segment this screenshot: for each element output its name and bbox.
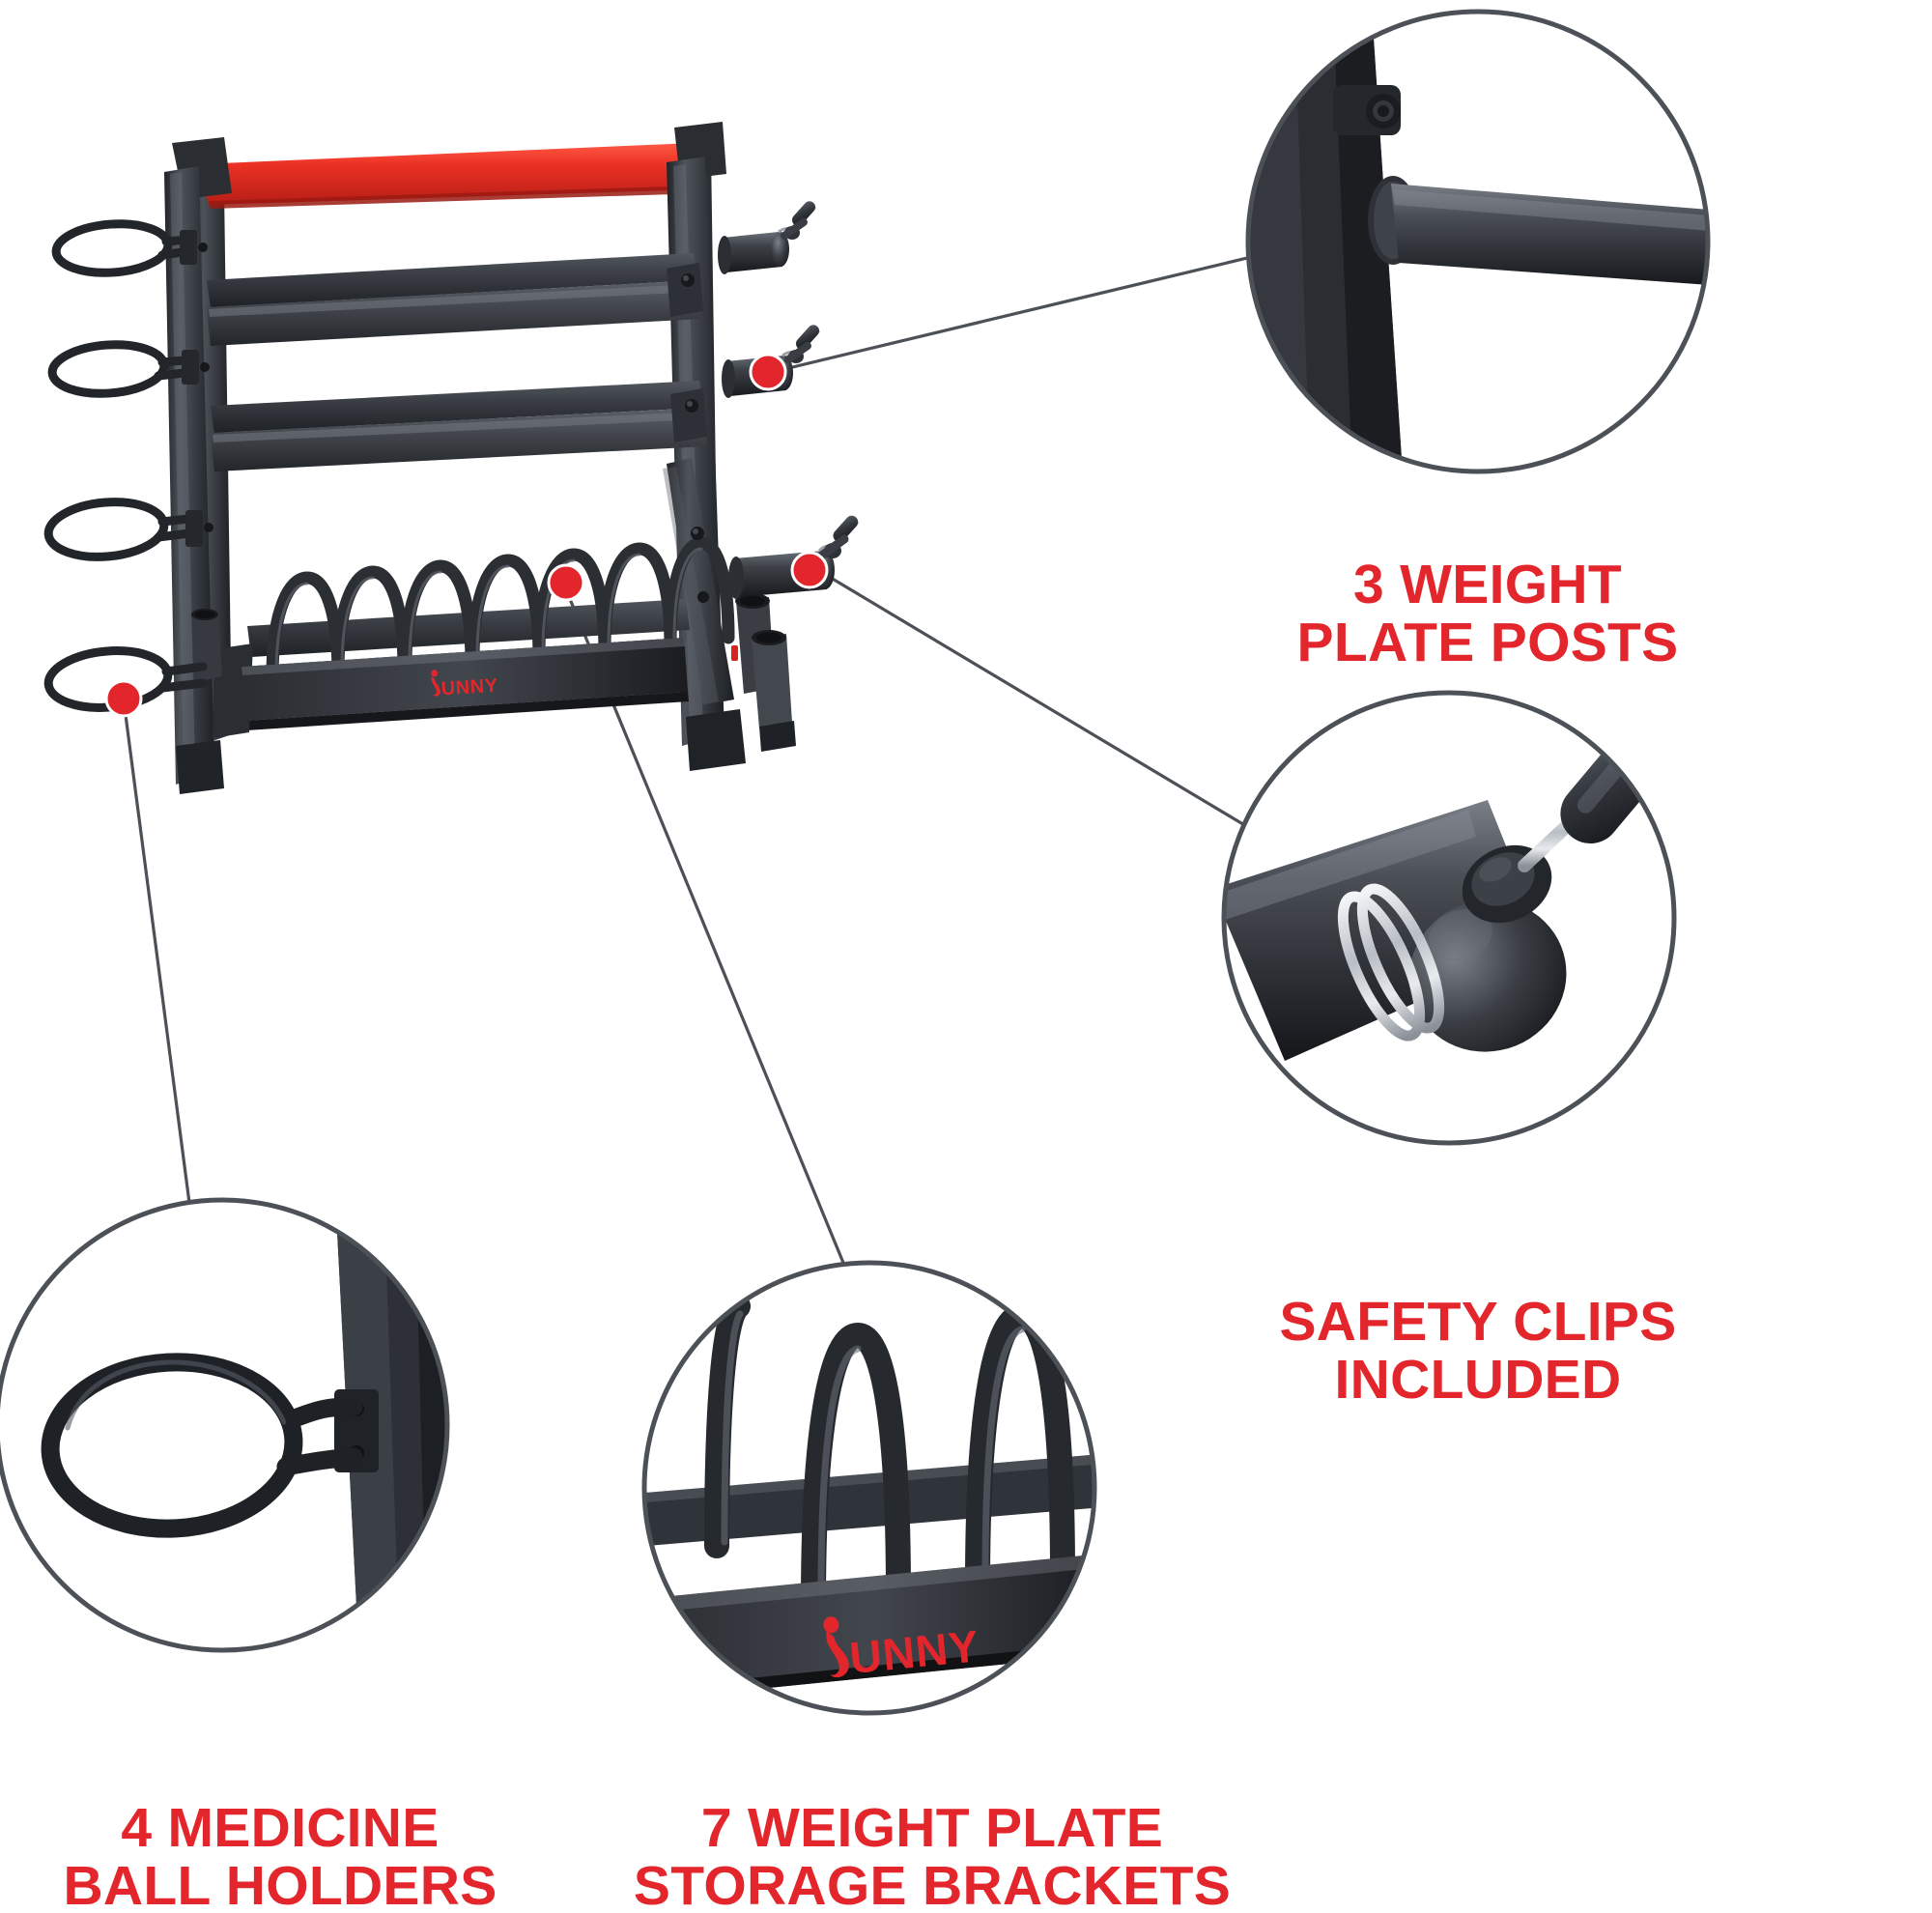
callout-ring-safety-clips: [1221, 690, 1677, 1146]
top-red-crossbar-shadow: [209, 186, 705, 209]
detail2-safety-clip-rings: [1337, 883, 1445, 1042]
bracket-connector-mid: [670, 388, 707, 443]
plate-bracket-3: [399, 559, 478, 671]
callout-circle-medicine-ball: [0, 1197, 450, 1653]
leader-line-safety-clips: [825, 573, 1247, 828]
shelf-bar-mid-front-hl: [213, 412, 702, 443]
shelf-bar-upper-front-hl: [209, 284, 696, 317]
ball-holder-mount-bolts: [198, 243, 213, 532]
detail4-plate-brackets-highlight: [721, 1310, 1026, 1598]
sunny-logo-main: UNNY: [431, 670, 498, 700]
plate-bracket-4: [467, 554, 546, 666]
callout-dot-plate-posts: [749, 353, 787, 391]
leader-line-storage-brackets: [568, 598, 845, 1264]
plate-bracket-2: [331, 565, 411, 677]
weight-plate-post-3: [728, 515, 860, 599]
ball-holder-mounts: [180, 230, 203, 547]
base-tray-front-rail-bottom: [245, 692, 689, 730]
callout-circle-storage-brackets: UNNY: [641, 1260, 1097, 1716]
detail-safety-clip-rings: [1716, 209, 1774, 298]
plate-bracket-5: [532, 548, 611, 660]
detail-clip-handle: [1790, 101, 1873, 187]
detail3-wire-loop-highlight: [65, 1359, 287, 1431]
weight-storage-rack: UNNY: [43, 122, 860, 794]
callout-dot-storage-brackets: [547, 563, 585, 602]
right-diagonal-brace-2: [663, 467, 719, 704]
plate-storage-brackets-group: [266, 536, 735, 683]
callout-ring-storage-brackets: [641, 1260, 1097, 1716]
shelf-bar-upper-rear: [207, 253, 697, 307]
upright-bolt-highlights: [683, 275, 698, 534]
right-foot: [686, 709, 746, 771]
detail-clip-stem: [1762, 153, 1812, 203]
red-indicator-right: [731, 645, 738, 661]
callout-ring-medicine-ball: [0, 1197, 450, 1653]
svg-text:UNNY: UNNY: [847, 1620, 981, 1683]
leader-line-medicine-ball: [124, 714, 191, 1204]
detail2-post-shaft: [1224, 800, 1546, 1061]
callout-label-plate-posts: 3 WEIGHT PLATE POSTS: [1296, 554, 1679, 674]
front-left-upright-highlight: [170, 172, 195, 775]
detail-clip-hub: [1725, 182, 1787, 239]
base-tray-front-rail-overlay: [242, 638, 688, 721]
callout-dots: [104, 353, 829, 718]
bar-holder-tubes: [735, 593, 796, 752]
detail-post-end: [1735, 213, 1816, 298]
leader-lines: [124, 251, 1268, 1264]
bracket-connector-upper: [667, 263, 703, 317]
sunny-logo-detail: UNNY: [823, 1616, 981, 1683]
detail-post-shaft: [1391, 184, 1708, 290]
medicine-ball-holders-group: [43, 219, 208, 712]
svg-text:UNNY: UNNY: [440, 675, 498, 700]
plate-bracket-7: [664, 536, 735, 648]
plate-bracket-1: [266, 571, 345, 683]
left-foot: [176, 740, 224, 794]
callout-label-safety-clips: SAFETY CLIPS INCLUDED: [1279, 1291, 1677, 1412]
top-red-crossbar: [198, 143, 703, 205]
callout-dot-safety-clips: [790, 551, 829, 589]
callout-ring-plate-posts: [1245, 9, 1711, 474]
detail2-post-end: [1408, 899, 1567, 1052]
right-diagonal-brace: [667, 458, 734, 705]
plate-storage-brackets-highlight: [274, 547, 703, 676]
callout-circle-safety-clips: [1221, 690, 1677, 1146]
callout-label-weight-plate-storage-brackets: 7 WEIGHT PLATE STORAGE BRACKETS: [633, 1797, 1232, 1913]
plate-bracket-6: [598, 542, 677, 654]
weight-plate-post-1: [718, 201, 817, 274]
callout-dot-medicine-ball: [104, 679, 143, 718]
callout-label-medicine-ball-holders: 4 MEDICINE BALL HOLDERS: [63, 1797, 497, 1913]
shelf-bar-mid-rear: [211, 381, 703, 433]
callout-circle-plate-posts: [1245, 9, 1873, 474]
base-tray-front-rail-top-hl2: [242, 638, 685, 675]
leader-line-plate-posts: [783, 251, 1268, 371]
